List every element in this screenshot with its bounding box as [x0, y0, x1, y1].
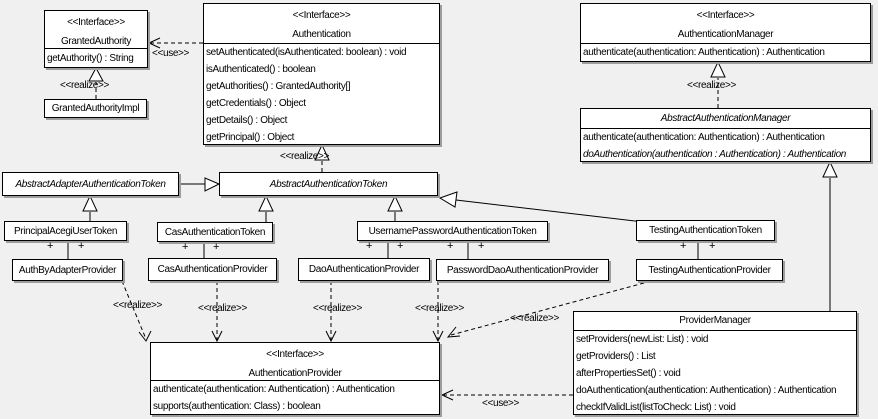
- class-dao-authentication-provider[interactable]: DaoAuthenticationProvider: [298, 258, 430, 281]
- class-name: CasAuthenticationToken: [164, 226, 266, 238]
- class-testing-authentication-provider[interactable]: TestingAuthenticationProvider: [636, 259, 783, 281]
- method: isAuthenticated() : boolean: [206, 64, 316, 75]
- method: doAuthentication(authentication: Authent…: [576, 385, 837, 396]
- stereotype-label: <<Interface>>: [266, 349, 324, 360]
- triangle-arrowhead-icon: [88, 66, 104, 82]
- stereotype-label: <<Interface>>: [696, 10, 755, 21]
- class-abstract-authentication-token[interactable]: AbstractAuthenticationToken: [219, 172, 438, 196]
- method: authenticate(authentication: Authenticat…: [153, 384, 395, 395]
- multiplicity-label: +: [46, 240, 54, 252]
- edge-label-realize: <<realize>>: [113, 300, 162, 311]
- open-arrowhead-icon: [446, 326, 461, 338]
- class-name: GrantedAuthority: [61, 36, 131, 47]
- realize-edge-testingprovider: [450, 282, 645, 336]
- class-name: AuthenticationManager: [677, 29, 774, 40]
- open-arrowhead-icon: [432, 330, 444, 343]
- open-arrowhead-icon: [440, 389, 454, 401]
- class-granted-authority[interactable]: <<Interface>> GrantedAuthority getAuthor…: [44, 10, 148, 68]
- multiplicity-label: +: [77, 240, 85, 252]
- class-authentication[interactable]: <<Interface>> Authentication setAuthenti…: [203, 3, 440, 145]
- multiplicity-label: +: [181, 241, 189, 253]
- class-name: GrantedAuthorityImpl: [51, 103, 140, 114]
- triangle-arrowhead-icon: [822, 160, 838, 178]
- method: getPrincipal() : Object: [206, 132, 295, 143]
- edge-label-use: <<use>>: [152, 48, 190, 59]
- method: supports(authentication: Class) : boolea…: [153, 401, 321, 412]
- class-cas-authentication-token[interactable]: CasAuthenticationToken: [157, 222, 273, 242]
- stereotype-label: <<Interface>>: [292, 10, 351, 21]
- class-principal-acegi-user-token[interactable]: PrincipalAcegiUserToken: [4, 221, 127, 241]
- method: checkIfValidList(listToCheck: List) : vo…: [576, 402, 736, 413]
- class-username-password-authentication-token[interactable]: UsernamePasswordAuthenticationToken: [357, 221, 548, 241]
- class-granted-authority-impl[interactable]: GrantedAuthorityImpl: [44, 99, 147, 118]
- class-name: Authentication: [292, 29, 351, 40]
- class-name: CasAuthenticationProvider: [157, 264, 268, 275]
- multiplicity-label: +: [365, 240, 373, 252]
- edge-label-realize: <<realize>>: [280, 151, 329, 162]
- edge-label-realize: <<realize>>: [198, 303, 247, 314]
- class-authentication-provider[interactable]: <<Interface>> AuthenticationProvider aut…: [150, 342, 440, 415]
- class-name: ProviderManager: [679, 315, 751, 326]
- multiplicity-label: +: [679, 240, 687, 252]
- class-name: AbstractAuthenticationToken: [269, 178, 388, 190]
- edge-label-realize: <<realize>>: [415, 303, 464, 314]
- class-name: UsernamePasswordAuthenticationToken: [368, 225, 537, 237]
- class-abstract-adapter-authentication-token[interactable]: AbstractAdapterAuthenticationToken: [2, 172, 179, 196]
- edge-label-realize: <<realize>>: [313, 303, 362, 314]
- triangle-arrowhead-icon: [387, 194, 403, 212]
- triangle-arrowhead-icon: [438, 191, 458, 208]
- class-name: TestingAuthenticationProvider: [648, 264, 771, 276]
- class-name: AbstractAdapterAuthenticationToken: [15, 178, 166, 190]
- class-name: PrincipalAcegiUserToken: [13, 225, 118, 237]
- class-provider-manager[interactable]: ProviderManager setProviders(newList: Li…: [573, 311, 857, 415]
- triangle-arrowhead-icon: [710, 60, 726, 78]
- method: doAuthentication(authentication : Authen…: [583, 149, 847, 160]
- realize-edge-authbyadapterprovider: [121, 280, 147, 340]
- method: getCredentials() : Object: [206, 98, 306, 109]
- method: setProviders(newList: List) : void: [576, 334, 709, 345]
- class-authentication-manager[interactable]: <<Interface>> AuthenticationManager auth…: [580, 3, 871, 62]
- multiplicity-label: +: [708, 240, 716, 252]
- multiplicity-label: +: [212, 241, 220, 253]
- method: authenticate(authentication: Authenticat…: [583, 47, 825, 58]
- edge-label-realize: <<realize>>: [60, 80, 109, 91]
- generalize-edge-testingtoken: [455, 199, 661, 225]
- class-name: AuthenticationProvider: [248, 368, 342, 379]
- edge-label-realize: <<realize>>: [510, 313, 559, 324]
- method: setAuthenticated(isAuthenticated: boolea…: [206, 47, 407, 58]
- class-auth-by-adapter-provider[interactable]: AuthByAdapterProvider: [12, 259, 123, 281]
- class-cas-authentication-provider[interactable]: CasAuthenticationProvider: [148, 258, 277, 281]
- open-arrowhead-icon: [325, 330, 337, 343]
- class-name: TestingAuthenticationToken: [649, 225, 762, 236]
- method: getAuthority() : String: [47, 53, 134, 64]
- class-password-dao-authentication-provider[interactable]: PasswordDaoAuthenticationProvider: [436, 259, 609, 281]
- method: getAuthorities() : GrantedAuthority[]: [206, 81, 351, 92]
- method: authenticate(authentication: Authenticat…: [583, 132, 825, 143]
- method: getProviders() : List: [576, 351, 656, 362]
- edge-label-use: <<use>>: [482, 398, 520, 409]
- open-arrowhead-icon: [211, 330, 223, 343]
- class-name: DaoAuthenticationProvider: [308, 264, 420, 275]
- class-name: PasswordDaoAuthenticationProvider: [446, 264, 599, 276]
- triangle-arrowhead-icon: [204, 177, 221, 192]
- triangle-arrowhead-icon: [258, 194, 274, 212]
- class-abstract-authentication-manager[interactable]: AbstractAuthenticationManager authentica…: [580, 108, 871, 162]
- class-testing-authentication-token[interactable]: TestingAuthenticationToken: [636, 220, 775, 241]
- open-arrowhead-icon: [147, 37, 161, 49]
- stereotype-label: <<Interface>>: [67, 17, 125, 28]
- triangle-arrowhead-icon: [82, 194, 98, 212]
- class-name: AuthByAdapterProvider: [18, 264, 117, 276]
- open-arrowhead-icon: [138, 330, 152, 342]
- multiplicity-label: +: [446, 240, 454, 252]
- triangle-arrowhead-icon: [314, 143, 330, 161]
- method: getDetails() : Object: [206, 115, 288, 126]
- edge-label-realize: <<realize>>: [687, 80, 736, 91]
- class-name: AbstractAuthenticationManager: [660, 113, 791, 124]
- multiplicity-label: +: [396, 240, 404, 252]
- multiplicity-label: +: [477, 240, 485, 252]
- method: afterPropertiesSet() : void: [576, 368, 681, 379]
